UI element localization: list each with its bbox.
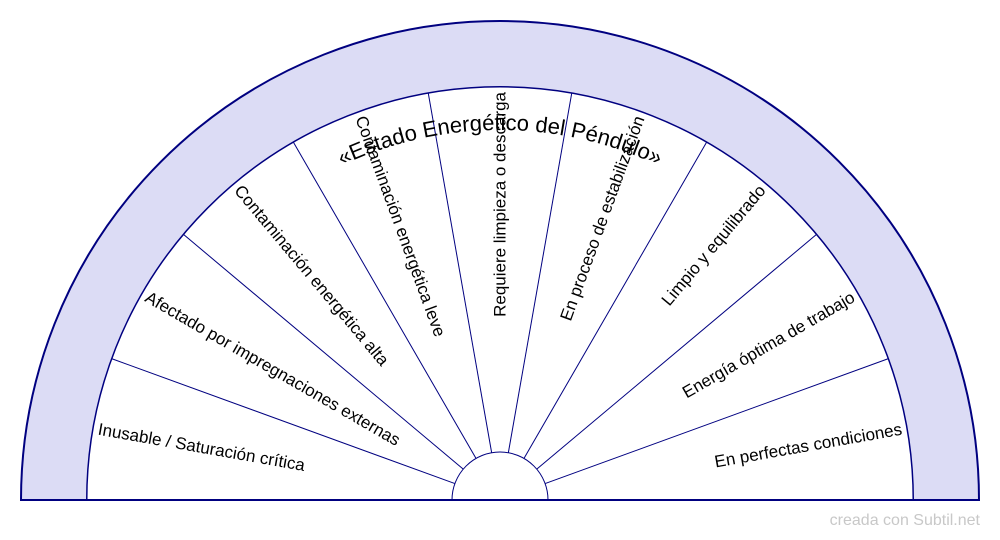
sector-divider — [427, 93, 493, 453]
sector-label: Requiere limpieza o descarga — [491, 91, 510, 316]
sector-divider — [507, 93, 573, 453]
sector-dividers — [111, 93, 889, 485]
center-hub — [451, 451, 549, 501]
sector-divider — [544, 358, 889, 485]
sector-divider — [111, 358, 456, 485]
sector-divider — [536, 234, 817, 470]
credit-text: creada con Subtil.net — [829, 512, 980, 529]
sector-divider — [523, 142, 707, 459]
sector-divider — [183, 234, 464, 470]
sector-divider — [293, 142, 477, 459]
inner-fan — [86, 86, 914, 501]
